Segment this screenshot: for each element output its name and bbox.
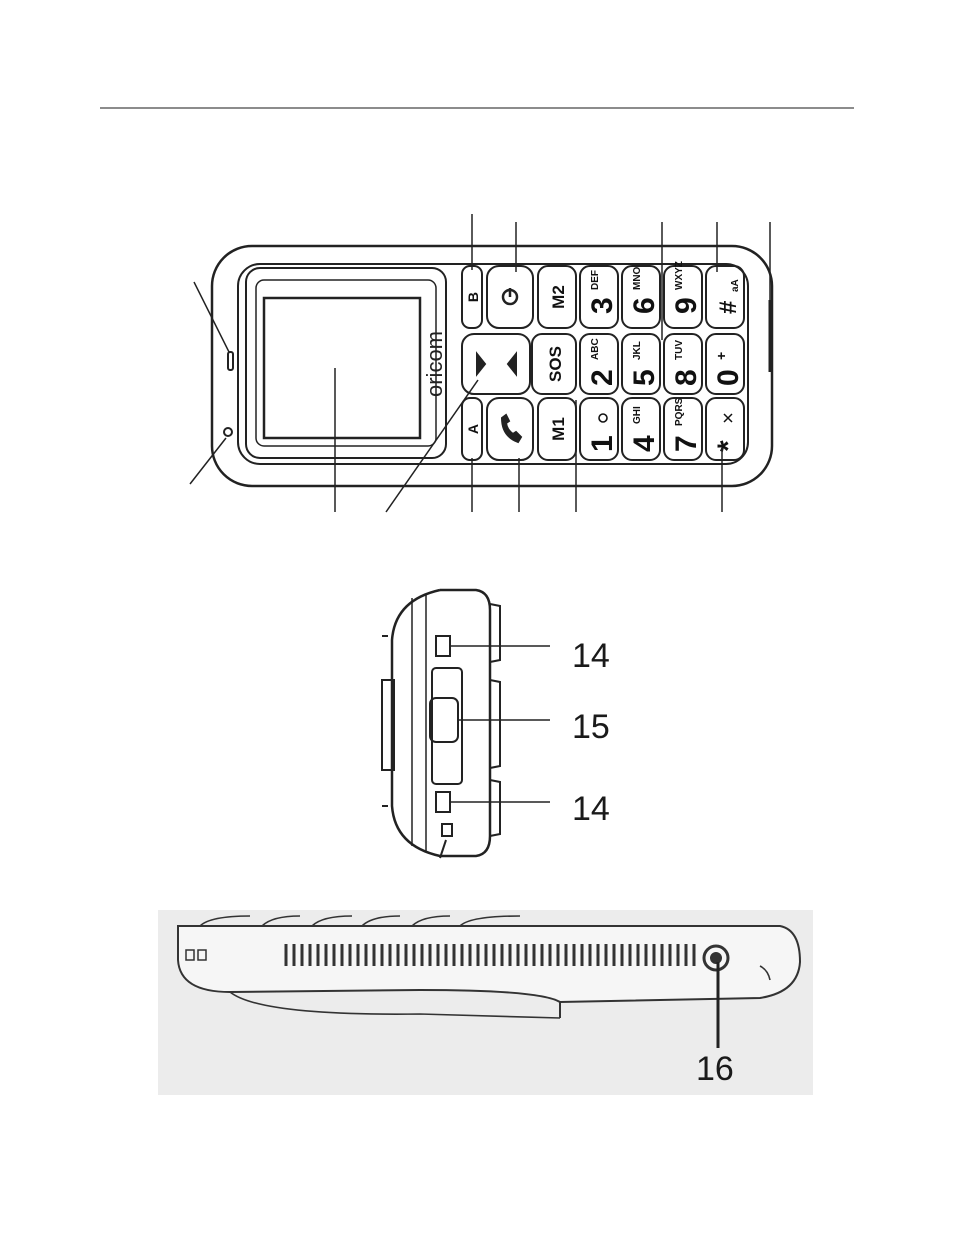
key-6-letters: MNO (632, 266, 643, 290)
callout-14-top: 14 (572, 637, 610, 675)
key-9-digit: 9 (670, 297, 703, 314)
voicemail-icon (599, 414, 607, 422)
callout-14-bottom: 14 (572, 790, 610, 828)
key-6-digit: 6 (628, 297, 661, 314)
key-7-letters: PQRS (674, 397, 685, 426)
key-hash-digit: # (715, 301, 742, 314)
key-7-digit: 7 (670, 435, 703, 452)
key-4-digit: 4 (628, 435, 661, 452)
key-4-letters: GHI (632, 406, 643, 424)
front-key-labels: B A M2 SOS M1 oricom 3 DEF 6 MNO 9 WXYZ … (422, 261, 745, 452)
key-star-digit: * (712, 440, 745, 452)
lanyard-hook-bottom (436, 792, 450, 812)
key-m1-label: M1 (549, 417, 568, 441)
key-3-digit: 3 (586, 297, 619, 314)
key-5-digit: 5 (628, 369, 661, 386)
callout-15: 15 (572, 708, 610, 746)
key-1-digit: 1 (586, 435, 619, 452)
nav-left-arrow-icon (477, 354, 485, 374)
handset-icon (502, 415, 521, 442)
key-a-label: A (465, 424, 481, 434)
key-sos-label: SOS (546, 346, 565, 382)
key-2-digit: 2 (586, 369, 619, 386)
key-2-letters: ABC (590, 338, 601, 360)
key-m2-label: M2 (549, 285, 568, 309)
key-8-digit: 8 (670, 369, 703, 386)
callout-16: 16 (696, 1050, 734, 1088)
key-5-letters: JKL (632, 341, 643, 360)
display-screen (264, 298, 420, 438)
key-b-label: B (465, 292, 481, 302)
lanyard-hook-top (436, 636, 450, 656)
brand-logo: oricom (422, 331, 447, 397)
key-0-letters: + (713, 352, 729, 360)
key-9-letters: WXYZ (674, 261, 685, 290)
nav-right-arrow-icon (508, 354, 516, 374)
lanyard-hole (224, 428, 232, 436)
top-end-view (382, 590, 500, 858)
usb-port (430, 698, 458, 742)
key-0-digit: 0 (712, 369, 745, 386)
key-hash-letters: aA (730, 279, 741, 292)
key-call (487, 398, 533, 460)
key-3-letters: DEF (590, 270, 601, 290)
earpiece-slot (228, 352, 233, 370)
nav-rocker (462, 334, 530, 394)
key-8-letters: TUV (674, 340, 685, 360)
silent-icon (724, 414, 732, 422)
end-view-front-outline (440, 590, 490, 856)
